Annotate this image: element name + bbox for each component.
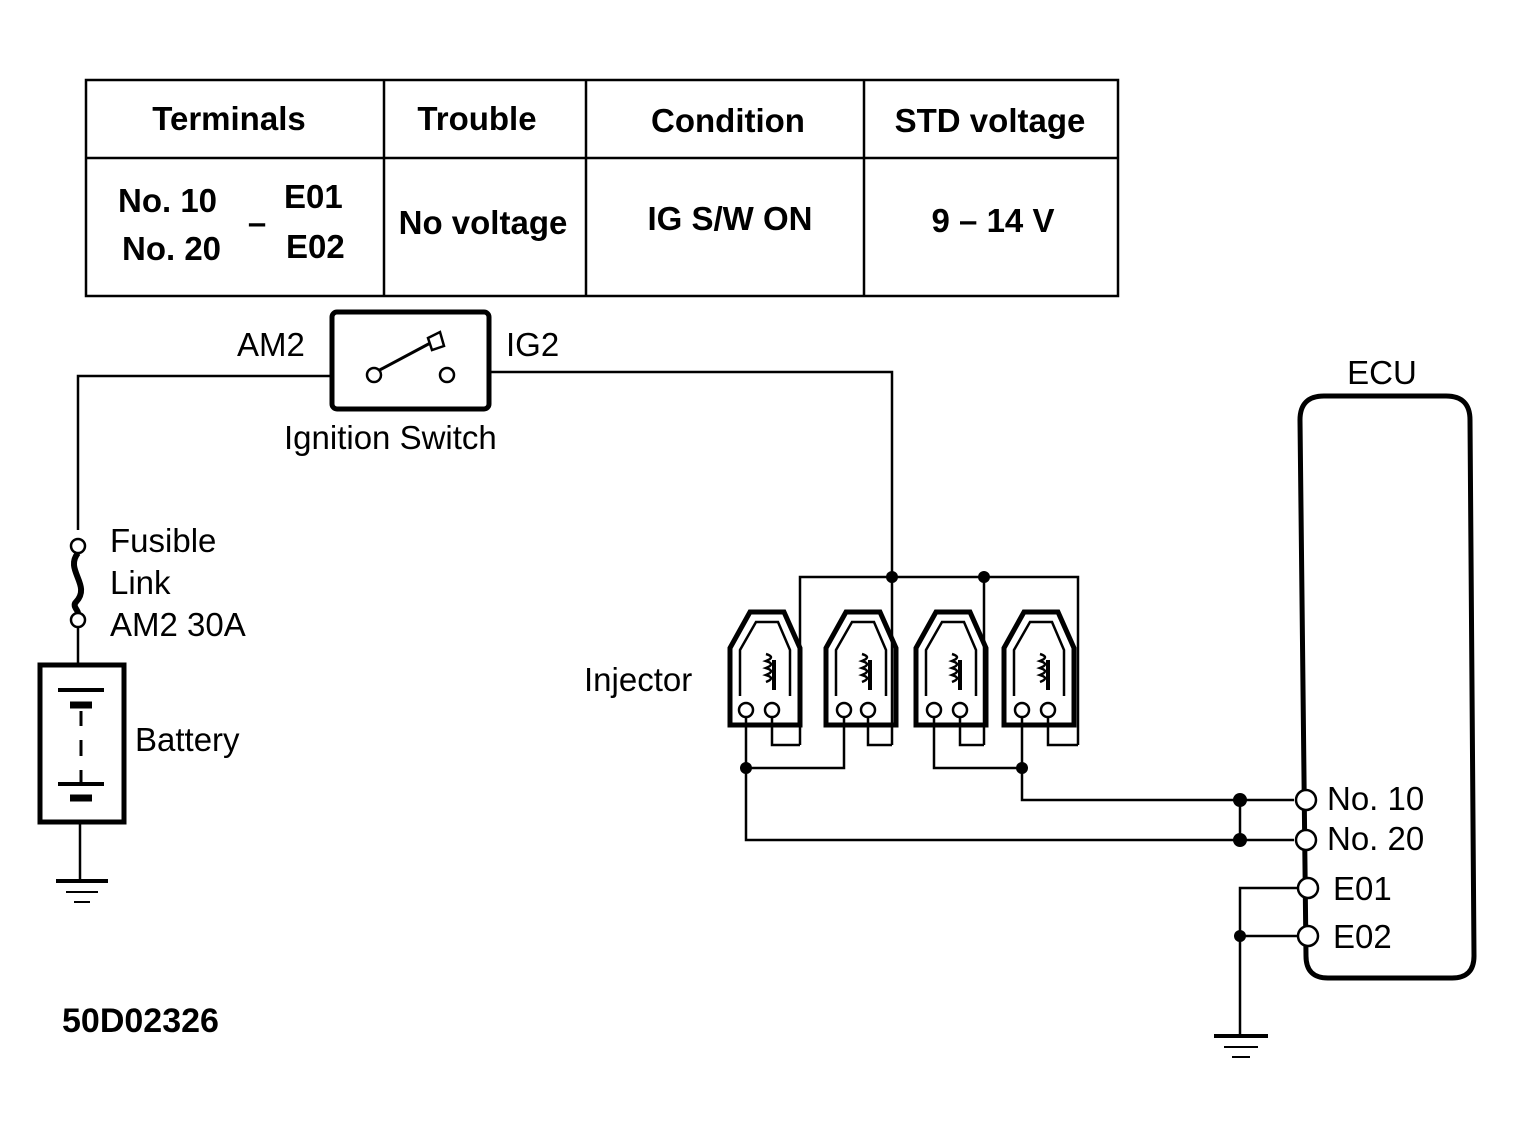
cell-terminal-e01: E01 [284,178,343,215]
header-terminals: Terminals [152,100,305,137]
ecu-terminal-e02 [1296,924,1320,948]
label-e02: E02 [1333,918,1392,955]
label-fusible-2: Link [110,564,171,601]
fuse-terminal-top [69,537,87,555]
ignition-switch: AM2 IG2 Ignition Switch [237,309,559,456]
cell-terminal-no20: No. 20 [122,230,221,267]
table-border [84,78,1120,298]
wire-am2 [76,374,332,530]
ignition-switch-lever [373,338,437,375]
junction-dot [1233,793,1247,807]
injector-terminal [763,701,781,719]
ground-symbol-battery [56,879,108,903]
figure-code: 50D02326 [62,1002,219,1040]
label-am2: AM2 [237,326,305,363]
injector-2 [823,609,899,747]
injector-terminal [859,701,877,719]
label-no10: No. 10 [1327,780,1424,817]
wire-e01 [1238,886,1297,1035]
injector-inner [834,620,888,696]
ecu: ECU No. 10 No. 20 E01 E02 [1294,354,1477,981]
injector-4 [1001,609,1078,747]
fusible-link: Fusible Link AM2 30A [69,522,246,643]
ecu-terminal-e01 [1296,876,1320,900]
wire-inj4-return [1020,714,1240,802]
injector-inner [924,620,978,696]
ignition-switch-terminal-left [365,366,383,384]
label-fusible-3: AM2 30A [110,606,246,643]
fuse-terminal-bottom [69,611,87,629]
label-ecu: ECU [1347,354,1417,391]
wire-ig2 [489,370,894,577]
injector-inner [1012,620,1066,696]
cell-condition: IG S/W ON [648,200,813,237]
injector-terminal [1013,701,1031,719]
injector-body [727,609,803,728]
wire-injector-bus [798,575,1080,745]
junction-dot [978,571,990,583]
ecu-terminal-no20 [1294,828,1318,852]
junction-dot [740,762,752,774]
injector-terminal [925,701,943,719]
injector-lead [958,717,984,747]
junction-dot [1016,762,1028,774]
label-battery: Battery [135,721,240,758]
header-std-voltage: STD voltage [895,102,1086,139]
injector-body [823,609,899,728]
voltage-spec-table: Terminals Trouble Condition STD voltage … [84,78,1120,298]
ignition-switch-body [329,309,492,412]
injector-body [1001,609,1077,728]
injector-inner [738,620,792,696]
battery: Battery [37,662,240,825]
label-no20: No. 20 [1327,820,1424,857]
wire-inj3-return [932,714,1022,770]
label-injector: Injector [584,661,692,698]
coil-icon [948,652,959,684]
cell-terminal-dash: – [248,204,266,241]
cell-terminal-no10: No. 10 [118,182,217,219]
wire-inj1-return [744,714,1240,842]
ecu-body [1297,393,1477,981]
ecu-terminal-no10 [1294,788,1318,812]
coil-icon [858,652,869,684]
injector-group: Injector [584,609,1078,747]
junction-dot [1234,930,1246,942]
junction-dot [886,571,898,583]
injector-terminal [835,701,853,719]
header-condition: Condition [651,102,805,139]
ground-symbol-ecu [1214,1034,1268,1058]
injector-terminal [1039,701,1057,719]
injector-lead [770,717,800,747]
cell-trouble: No voltage [399,204,568,241]
ignition-switch-terminal-right [438,366,456,384]
injector-3 [913,609,989,747]
injector-lead [1046,717,1078,747]
injector-lead [866,717,892,747]
junction-dots [740,571,1247,942]
junction-dot [1233,833,1247,847]
injector-terminal [951,701,969,719]
label-e01: E01 [1333,870,1392,907]
header-trouble: Trouble [417,100,536,137]
injector-1 [727,609,803,747]
cell-std-voltage: 9 – 14 V [932,202,1055,239]
circuit-wires [76,370,1297,1035]
label-ig2: IG2 [506,326,559,363]
cell-terminal-e02: E02 [286,228,345,265]
coil-icon [1036,652,1047,684]
injector-terminal [737,701,755,719]
battery-box [37,662,127,825]
label-fusible-1: Fusible [110,522,216,559]
fuse-element [70,551,85,614]
ignition-switch-contact [426,330,446,352]
coil-icon [762,652,773,684]
wire-inj2-link [746,714,846,770]
injector-body [913,609,989,728]
label-ignition-switch: Ignition Switch [284,419,497,456]
